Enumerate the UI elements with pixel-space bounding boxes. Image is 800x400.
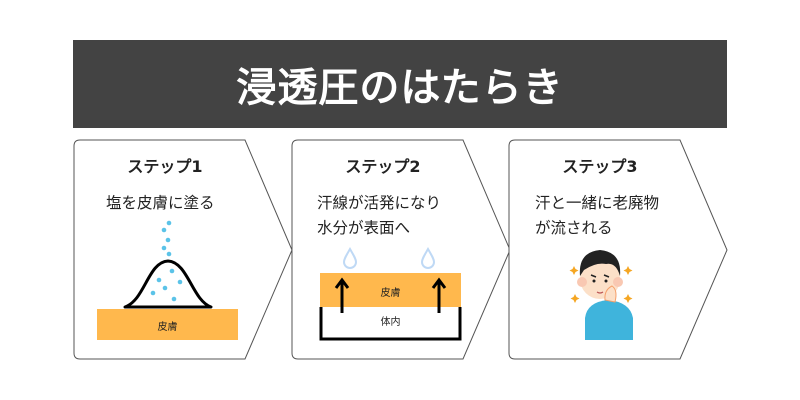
skin-label: 皮膚 [380, 288, 401, 299]
refreshed-person-illustration [569, 250, 633, 340]
step3-title: ステップ3 [562, 157, 638, 176]
step3-panel [508, 139, 728, 360]
salt-grains [150, 220, 183, 302]
salt-mound [123, 259, 213, 309]
skin-layer [97, 309, 238, 340]
arrow-up-icon [431, 277, 447, 313]
sweat-drop-icon [342, 246, 358, 269]
body-outline [319, 307, 462, 341]
step2-title: ステップ2 [345, 157, 421, 176]
page-title: 浸透圧のはたらき [236, 65, 564, 111]
title-bar: 浸透圧のはたらき [73, 40, 727, 128]
sweat-drop-icon [420, 246, 436, 269]
body-label: 体内 [380, 317, 401, 328]
step2-description-line: 汗線が活発になり [317, 194, 442, 212]
step3-description-line: が流される [535, 219, 613, 237]
step3-description-line: 汗と一緒に老廃物 [535, 194, 660, 212]
step2-description-line: 水分が表面へ [317, 219, 411, 237]
arrow-up-icon [334, 277, 350, 313]
step1-description-line: 塩を皮膚に塗る [106, 194, 215, 212]
step1-title: ステップ1 [127, 157, 203, 176]
skin-label: 皮膚 [157, 322, 178, 333]
